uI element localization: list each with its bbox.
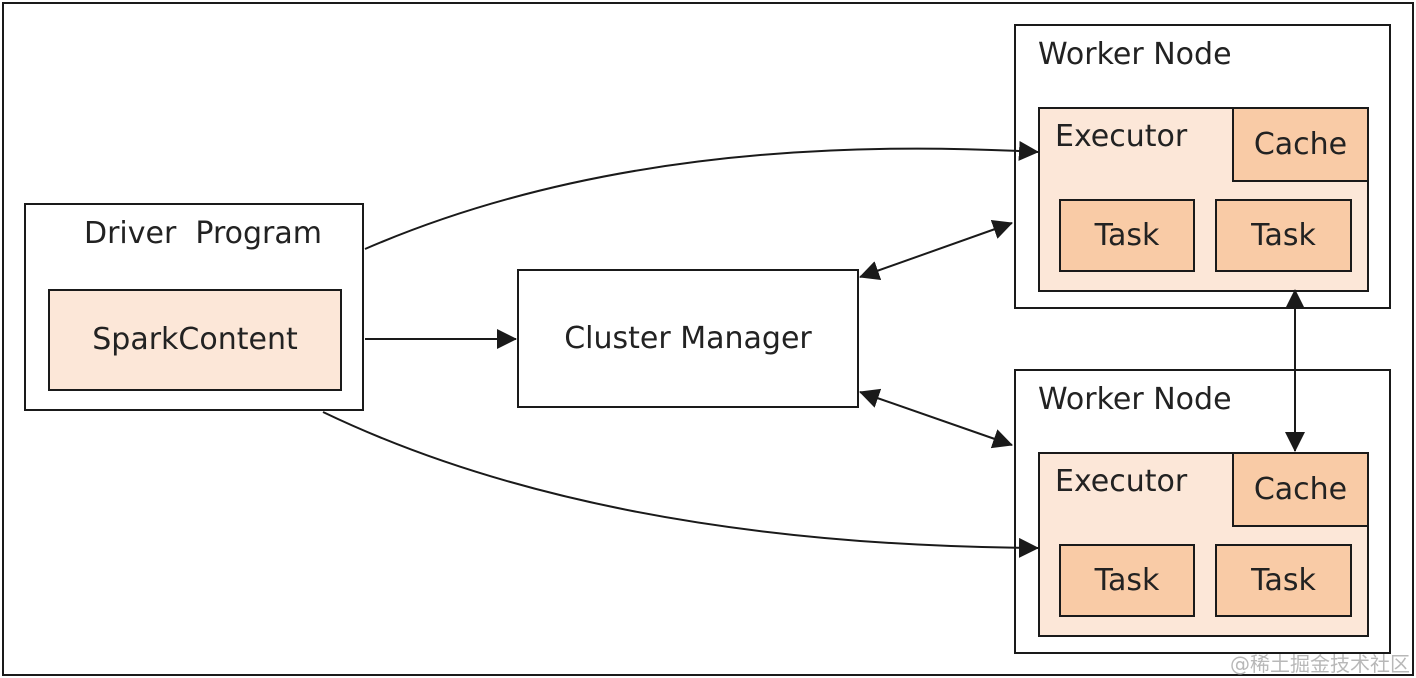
executor-box: Executor Cache Task Task <box>1038 452 1369 637</box>
worker-node-2: Worker Node Executor Cache Task Task <box>1014 369 1391 654</box>
worker-node-1: Worker Node Executor Cache Task Task <box>1014 24 1391 309</box>
executor-label: Executor <box>1055 464 1188 499</box>
task-box: Task <box>1215 199 1352 272</box>
driver-program-box: Driver Program SparkContent <box>24 203 364 411</box>
task-box: Task <box>1059 199 1195 272</box>
cache-box: Cache <box>1232 107 1369 182</box>
task-label: Task <box>1251 217 1316 253</box>
worker-node-title: Worker Node <box>1038 382 1232 417</box>
task-box: Task <box>1215 544 1352 617</box>
cache-box: Cache <box>1232 452 1369 527</box>
cluster-manager-box: Cluster Manager <box>517 269 859 408</box>
task-box: Task <box>1059 544 1195 617</box>
spark-context-box: SparkContent <box>48 289 342 391</box>
driver-program-title: Driver Program <box>84 216 322 251</box>
worker-node-title: Worker Node <box>1038 37 1232 72</box>
task-label: Task <box>1094 562 1160 598</box>
watermark-text: @稀土掘金技术社区 <box>1230 652 1410 676</box>
task-label: Task <box>1251 562 1316 598</box>
executor-box: Executor Cache Task Task <box>1038 107 1369 292</box>
cache-label: Cache <box>1253 471 1348 507</box>
spark-context-label: SparkContent <box>92 322 298 357</box>
cache-label: Cache <box>1253 126 1348 162</box>
cluster-manager-label: Cluster Manager <box>564 320 812 356</box>
task-label: Task <box>1094 217 1160 253</box>
executor-label: Executor <box>1055 119 1188 154</box>
